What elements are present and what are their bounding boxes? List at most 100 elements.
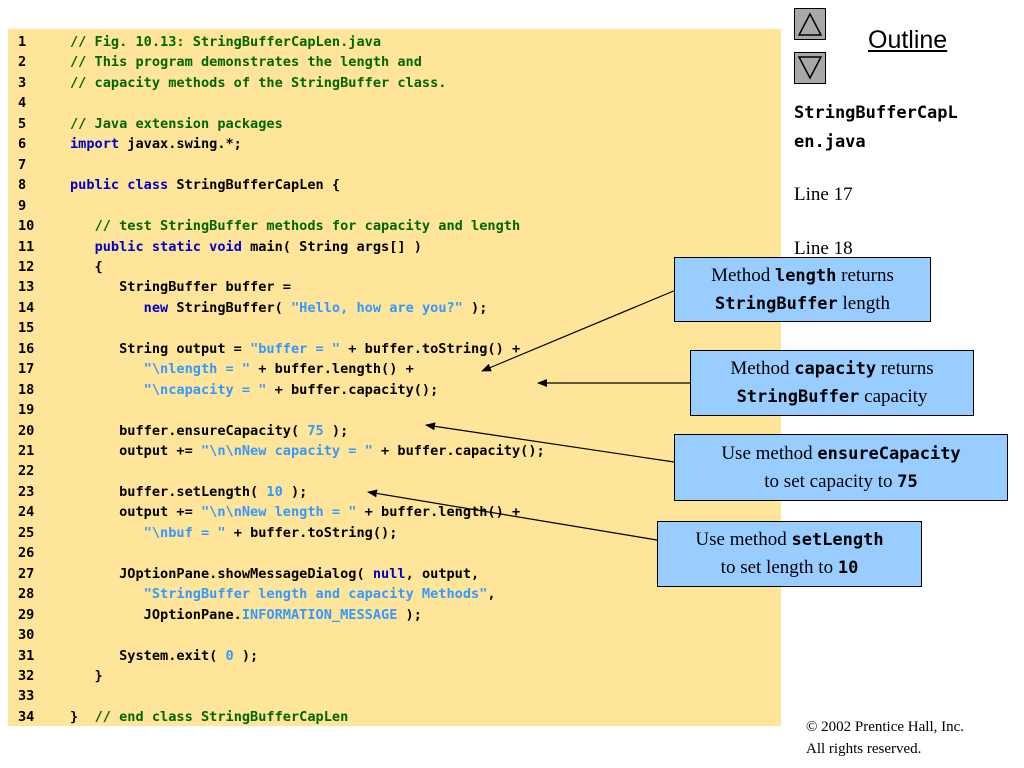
code-token: output +=: [70, 504, 201, 521]
code-line: 29 JOptionPane.INFORMATION_MESSAGE );: [8, 605, 781, 625]
code-line: 20 buffer.ensureCapacity( 75 );: [8, 421, 781, 441]
outline-link[interactable]: Outline: [868, 26, 948, 54]
code-line: 33: [8, 686, 781, 706]
line-code: new StringBuffer( "Hello, how are you?" …: [70, 298, 488, 318]
line-number: 10: [18, 218, 35, 235]
line-code: StringBuffer buffer =: [70, 277, 291, 297]
code-line: 19: [8, 400, 781, 420]
code-token: new: [143, 299, 169, 316]
next-slide-button[interactable]: [794, 52, 826, 84]
line-number: 24: [18, 504, 35, 521]
line-number: 4: [18, 95, 27, 112]
callout-code-term: 10: [837, 558, 859, 578]
code-token: output +=: [70, 443, 201, 459]
line-code: output += "\n\nNew length = " + buffer.l…: [70, 502, 520, 522]
code-token: // Java extension packages: [70, 115, 283, 132]
line-number: 22: [18, 463, 35, 480]
previous-slide-button[interactable]: [794, 8, 826, 40]
code-token: "buffer = ": [250, 340, 341, 357]
code-token: null: [372, 565, 406, 582]
line-ref-17: Line 17: [794, 184, 853, 205]
line-code: output += "\n\nNew capacity = " + buffer…: [70, 441, 545, 461]
callout-text: Method: [730, 358, 795, 379]
line-number: 27: [18, 565, 35, 582]
code-line: 10 // test StringBuffer methods for capa…: [8, 216, 781, 236]
code-token: "\ncapacity = ": [143, 381, 267, 398]
callout-line: to set length to 10: [658, 554, 921, 582]
callout-text: returns: [876, 358, 934, 379]
line-code: public static void main( String args[] ): [70, 237, 422, 257]
line-number: 21: [18, 443, 35, 459]
callout-code-term: 75: [897, 471, 918, 492]
code-line: 6 import javax.swing.*;: [8, 134, 781, 154]
callout-line: Method length returns: [675, 262, 930, 290]
line-code: "StringBuffer length and capacity Method…: [70, 584, 496, 604]
line-number: 7: [18, 156, 27, 173]
line-number: 1: [18, 34, 27, 50]
callout-text: length: [837, 292, 891, 314]
code-line: 30: [8, 625, 781, 645]
line-number: 16: [18, 340, 35, 357]
code-line: 34} // end class StringBufferCapLen: [8, 707, 781, 727]
code-token: "Hello, how are you?": [291, 299, 463, 316]
line-code: // This program demonstrates the length …: [70, 52, 422, 72]
code-token: 75: [307, 422, 324, 439]
code-token: "\n\nNew capacity = ": [200, 443, 373, 459]
code-token: [70, 586, 144, 602]
code-token: import: [70, 136, 120, 153]
line-number: 12: [18, 258, 35, 275]
callout-line: Use method setLength: [658, 526, 921, 554]
code-token: // Fig. 10.13: StringBufferCapLen.java: [70, 34, 381, 50]
line-number: 31: [18, 647, 35, 664]
line-number: 33: [18, 688, 35, 705]
callout-line: StringBuffer capacity: [691, 383, 973, 411]
callout-line: Method capacity returns: [691, 355, 973, 383]
code-token: + buffer.capacity();: [372, 443, 545, 459]
line-code: "\ncapacity = " + buffer.capacity();: [70, 380, 439, 400]
code-token: JOptionPane.: [70, 606, 242, 623]
code-line: 28 "StringBuffer length and capacity Met…: [8, 584, 781, 604]
code-line: 9: [8, 196, 781, 216]
line-number: 9: [18, 197, 27, 214]
code-line: 27 JOptionPane.showMessageDialog( null, …: [8, 564, 781, 584]
code-token: StringBuffer(: [168, 299, 291, 316]
code-line: 21 output += "\n\nNew capacity = " + buf…: [8, 441, 781, 461]
line-number: 19: [18, 402, 35, 419]
line-code: }: [70, 666, 103, 686]
callout-line: Use method ensureCapacity: [675, 440, 1007, 468]
code-token: );: [397, 606, 422, 623]
callout-code-term: StringBuffer: [714, 293, 838, 314]
line-number: 32: [18, 667, 35, 684]
code-token: "StringBuffer length and capacity Method…: [143, 586, 488, 603]
code-token: main( String args[] ): [241, 238, 422, 255]
code-token: // This program demonstrates the length …: [70, 54, 422, 71]
code-token: );: [233, 647, 259, 664]
line-number: 29: [18, 606, 35, 623]
line-code: JOptionPane.showMessageDialog( null, out…: [70, 564, 479, 584]
line-number: 6: [18, 136, 27, 153]
code-line: 2// This program demonstrates the length…: [8, 52, 781, 72]
callout-code-term: StringBuffer: [736, 387, 860, 407]
line-code: // Java extension packages: [70, 114, 283, 134]
callout-text: Method: [711, 264, 775, 286]
code-token: + buffer.toString();: [225, 524, 398, 541]
line-code: "\nbuf = " + buffer.toString();: [70, 523, 398, 543]
code-token: + buffer.length() +: [356, 504, 521, 521]
code-token: 10: [266, 483, 283, 500]
copyright-line-2: All rights reserved.: [806, 741, 922, 757]
callout-text: Use method: [721, 442, 818, 464]
code-line: 31 System.exit( 0 );: [8, 646, 781, 666]
code-token: 0: [225, 647, 234, 664]
line-code: buffer.setLength( 10 );: [70, 482, 307, 502]
callout-line: to set capacity to 75: [675, 468, 1007, 496]
line-code: import javax.swing.*;: [70, 134, 242, 154]
line-number: 13: [18, 279, 35, 296]
code-token: public class: [70, 177, 169, 194]
code-token: }: [70, 708, 95, 725]
line-code: {: [70, 257, 103, 277]
code-token: );: [323, 422, 349, 439]
